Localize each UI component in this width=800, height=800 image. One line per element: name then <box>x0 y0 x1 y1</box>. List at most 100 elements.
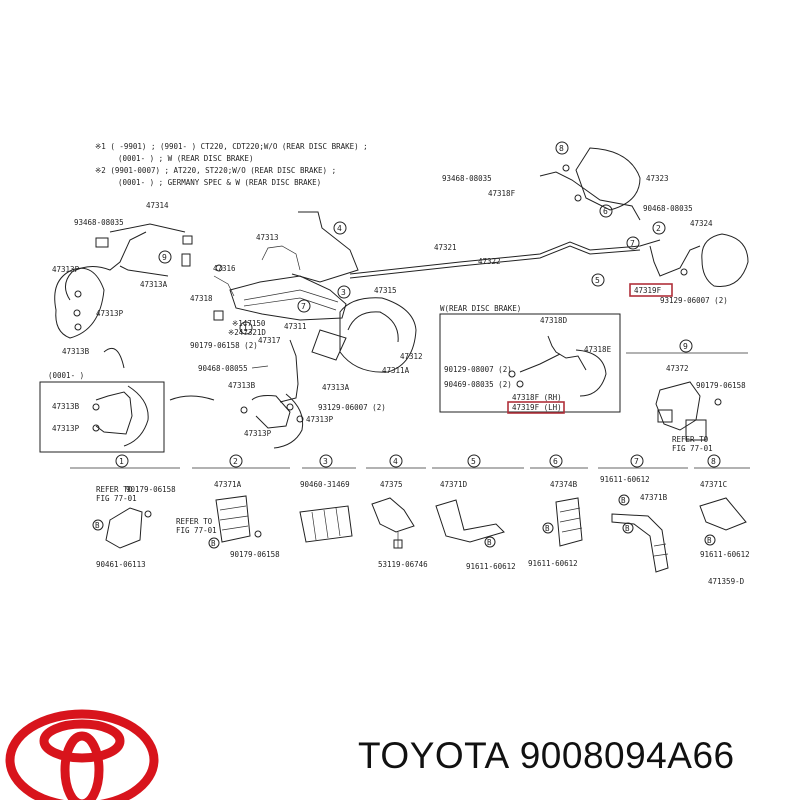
label-47319f: 47319F <box>634 286 662 295</box>
bolt-label-b-7b: B <box>625 524 630 533</box>
ref-marker-6: 6 <box>599 204 613 218</box>
label-47313p-m2: 47313P <box>306 415 334 424</box>
part-group-marker-3: 3 <box>319 454 333 468</box>
disc-shield <box>273 393 304 449</box>
bolt-part <box>516 380 524 388</box>
svg-text:3: 3 <box>341 288 346 297</box>
bracket-part <box>611 513 669 573</box>
part-group-marker-4: 4 <box>389 454 403 468</box>
bolt-marker-b <box>622 522 634 534</box>
clip-part <box>555 497 583 547</box>
nut-part <box>213 310 224 321</box>
brake-hose <box>649 245 701 277</box>
label-47322: 47322 <box>478 257 501 266</box>
label-91611-c: 91611-60612 <box>600 475 650 484</box>
label-47313b-l: 47313B <box>62 347 90 356</box>
bracket-part <box>105 507 143 549</box>
inset-frame <box>39 381 165 453</box>
bolt-label-b-2: B <box>211 539 216 548</box>
clip-contour <box>653 543 669 557</box>
booster-contour <box>347 311 399 343</box>
bolt-marker-b <box>704 534 716 546</box>
rear-backing-plate <box>575 147 641 211</box>
bolt-part <box>144 510 152 518</box>
label-47371c: 47371C <box>700 480 727 489</box>
bolt-part <box>562 164 570 172</box>
label-91611-d: 91611-60612 <box>700 550 750 559</box>
master-cylinder-assembly: 47316 47318 47313 4 3 1 7 47315 ※147150 … <box>190 211 423 403</box>
label-90179-c: 90179-06158 <box>126 485 176 494</box>
part-group-marker-6: 6 <box>549 454 563 468</box>
fitting-part <box>181 253 191 267</box>
svg-text:4: 4 <box>337 224 342 233</box>
brake-line <box>243 289 339 303</box>
label-53119: 53119-06746 <box>378 560 428 569</box>
bolt-part <box>240 406 248 414</box>
label-47372: 47372 <box>666 364 689 373</box>
leader-line <box>251 365 269 369</box>
label-47375: 47375 <box>380 480 403 489</box>
brake-line <box>261 245 301 271</box>
label-47313: 47313 <box>256 233 279 242</box>
highlight-box-47319f <box>629 283 673 297</box>
ref-marker-7: 7 <box>297 299 311 313</box>
pointer-arrow <box>103 348 125 369</box>
rear-disc-brake-box: W(REAR DISC BRAKE) 47318D 47318E 90129-0… <box>439 304 621 414</box>
label-47313p-m: 47313P <box>244 429 272 438</box>
label-91611-b: 91611-60612 <box>528 559 578 568</box>
left-upper-assembly: 47314 93468-08035 47313P 47313A 47313P 4… <box>52 201 193 369</box>
toyota-logo-icon <box>5 709 159 800</box>
label-47150: ※147150 <box>232 319 266 328</box>
part-number: 9008094A66 <box>519 735 735 776</box>
bolt-part <box>92 424 100 432</box>
svg-text:9: 9 <box>162 253 167 262</box>
clip-contour <box>311 507 341 541</box>
label-90469: 90469-08035 (2) <box>444 380 512 389</box>
bolt-part <box>508 370 516 378</box>
label-47323: 47323 <box>646 174 669 183</box>
bolt-part <box>74 323 82 331</box>
bolt-part <box>92 403 100 411</box>
ref-marker-9-right: 9 <box>679 339 693 353</box>
label-90468-m: 90468-08055 <box>198 364 248 373</box>
label-47318: 47318 <box>190 294 213 303</box>
bolt-part <box>296 415 304 423</box>
label-47316: 47316 <box>213 264 236 273</box>
disc-shield <box>123 385 149 447</box>
svg-text:2: 2 <box>233 457 238 466</box>
bolt-marker-b <box>542 522 554 534</box>
bracket-part <box>435 499 505 543</box>
bracket-part <box>371 497 415 533</box>
brake-line <box>243 297 337 311</box>
pointer-arrow <box>169 395 215 401</box>
brake-hose <box>547 335 587 371</box>
brake-hose <box>65 231 147 301</box>
label-90460: 90460-31469 <box>300 480 350 489</box>
part-group-marker-7: 7 <box>630 454 644 468</box>
label-47321d: ※247321D <box>228 328 266 337</box>
bolt-part <box>254 530 262 538</box>
svg-text:8: 8 <box>559 144 564 153</box>
brake-line <box>109 223 186 233</box>
bolt-part <box>574 194 582 202</box>
label-47318f: 47318F <box>488 189 516 198</box>
label-47313p-inset: 47313P <box>52 424 80 433</box>
label-93468-b: 93468-08035 <box>442 174 492 183</box>
label-90129: 90129-08007 (2) <box>444 365 512 374</box>
clip-contour <box>219 505 249 531</box>
ref-9-detail: 9 47372 90179-06158 REFER TO FIG 77-01 <box>626 339 748 453</box>
label-47311a: 47311A <box>382 366 410 375</box>
svg-text:5: 5 <box>471 457 476 466</box>
svg-text:4: 4 <box>393 457 398 466</box>
clip-part <box>95 237 109 248</box>
label-47313p-l: 47313P <box>96 309 124 318</box>
part-group-marker-1: 1 <box>115 454 129 468</box>
note-line-4: (0001- ) ; GERMANY SPEC & W (REAR DISC B… <box>118 178 321 187</box>
ref-marker-3: 3 <box>337 285 351 299</box>
brake-hose <box>539 171 641 221</box>
rear-disc-title: W(REAR DISC BRAKE) <box>440 304 521 313</box>
brake-line <box>291 211 359 283</box>
label-47313a-m: 47313A <box>322 383 350 392</box>
bolt-marker-b <box>618 494 630 506</box>
